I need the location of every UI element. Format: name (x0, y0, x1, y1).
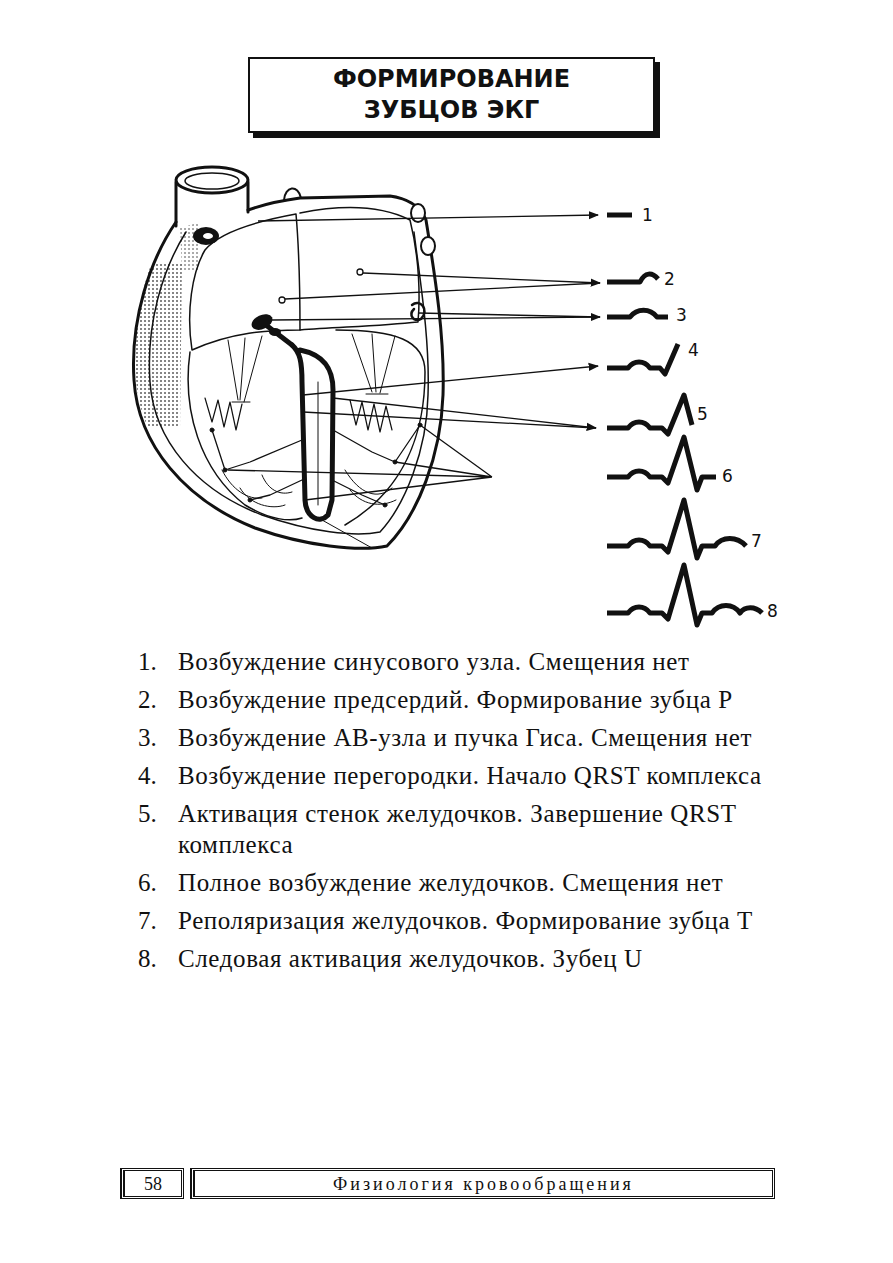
list-number: 5. (138, 798, 178, 860)
callout-number: 2 (664, 269, 675, 289)
list-text: Полное возбуждение желудочков. Смещения … (178, 867, 778, 898)
chordae (352, 334, 395, 394)
leader-line (363, 273, 600, 283)
ecg-trace (607, 310, 668, 317)
list-item: 6.Полное возбуждение желудочков. Смещени… (138, 867, 778, 898)
list-item: 2.Возбуждение предсердий. Формирование з… (138, 684, 778, 715)
running-footer-box: Физиология кровообращения (190, 1168, 775, 1199)
left-atrium (300, 208, 419, 330)
sinus-node (193, 227, 219, 245)
leader-line (303, 366, 598, 395)
callout-number: 1 (642, 205, 653, 225)
trabeculae (222, 470, 292, 507)
ecg-traces (607, 215, 762, 625)
aorta (176, 167, 248, 193)
list-item: 5.Активация стенок желудочков. Завершени… (138, 798, 778, 860)
list-text: Возбуждение предсердий. Формирование зуб… (178, 684, 778, 715)
epicardium (149, 232, 428, 534)
list-item: 1.Возбуждение синусового узла. Смещения … (138, 646, 778, 677)
av-node (269, 328, 281, 336)
aorta (185, 173, 239, 189)
leader-line (285, 283, 600, 299)
ecg-trace (607, 565, 762, 625)
point-marker (357, 269, 363, 275)
leader-lines (228, 215, 600, 500)
shading (136, 262, 182, 428)
leader-line (303, 412, 596, 428)
callout-number: 7 (751, 531, 762, 551)
ecg-trace (607, 213, 632, 218)
list-item: 8.Следовая активация желудочков. Зубец U (138, 943, 778, 974)
list-text: Возбуждение АВ-узла и пучка Гиса. Смещен… (178, 722, 778, 753)
list-text: Активация стенок желудочков. Завершение … (178, 798, 778, 860)
pulmonary-vein (411, 204, 425, 222)
legend-list: 1.Возбуждение синусового узла. Смещения … (138, 646, 778, 981)
ecg-trace (607, 344, 678, 374)
leader-line (272, 317, 600, 320)
ecg-trace (607, 437, 716, 490)
sinus-node (203, 233, 213, 239)
septum-core (318, 382, 319, 505)
trabeculae (205, 398, 242, 430)
leader-line (418, 313, 600, 317)
title-box: ФОРМИРОВАНИЕ ЗУБЦОВ ЭКГ (248, 57, 655, 133)
left-ventricle (336, 330, 425, 525)
list-text: Возбуждение перегородки. Начало QRST ком… (178, 760, 778, 791)
callout-number: 6 (722, 466, 733, 486)
apex-line (322, 520, 372, 548)
list-text: Реполяризация желудочков. Формирование з… (178, 905, 778, 936)
purkinje-end (210, 428, 214, 432)
box-text: Физиология кровообращения (327, 1173, 640, 1195)
list-number: 6. (138, 867, 178, 898)
purkinje-end (223, 468, 227, 472)
purkinje-end (383, 503, 387, 507)
list-number: 7. (138, 905, 178, 936)
title: ФОРМИРОВАНИЕ ЗУБЦОВ ЭКГ (327, 64, 577, 126)
shading (180, 222, 200, 272)
right-atrium (190, 214, 300, 350)
ecg-trace (607, 395, 692, 434)
list-item: 3.Возбуждение АВ-узла и пучка Гиса. Смещ… (138, 722, 778, 753)
page-number-box: 58 (120, 1168, 184, 1199)
valve-ring (412, 303, 425, 320)
callout-number: 8 (767, 601, 778, 621)
ecg-trace (607, 500, 746, 558)
pulmonary-artery (284, 188, 301, 200)
callout-number: 5 (697, 404, 708, 424)
list-number: 1. (138, 646, 178, 677)
chordae (228, 336, 262, 402)
callout-number: 4 (688, 340, 699, 360)
pulmonary-vein (421, 237, 435, 255)
callout-number: 3 (676, 305, 687, 325)
list-number: 3. (138, 722, 178, 753)
leader-line (258, 215, 598, 221)
ecg-trace (607, 274, 658, 282)
list-text: Возбуждение синусового узла. Смещения не… (178, 646, 778, 677)
heart-outline (133, 196, 443, 548)
list-text: Следовая активация желудочков. Зубец U (178, 943, 778, 974)
purkinje-end (248, 498, 252, 502)
list-item: 4.Возбуждение перегородки. Начало QRST к… (138, 760, 778, 791)
point-marker (279, 297, 285, 303)
list-number: 2. (138, 684, 178, 715)
box-text: 58 (138, 1173, 168, 1195)
list-number: 4. (138, 760, 178, 791)
heart-drawing (133, 167, 443, 548)
bundle-branches (292, 345, 333, 519)
leader-line (228, 425, 492, 500)
list-number: 8. (138, 943, 178, 974)
leader-line (333, 398, 596, 428)
list-item: 7.Реполяризация желудочков. Формирование… (138, 905, 778, 936)
right-ventricle (188, 352, 302, 520)
purkinje-fibres (212, 425, 420, 505)
